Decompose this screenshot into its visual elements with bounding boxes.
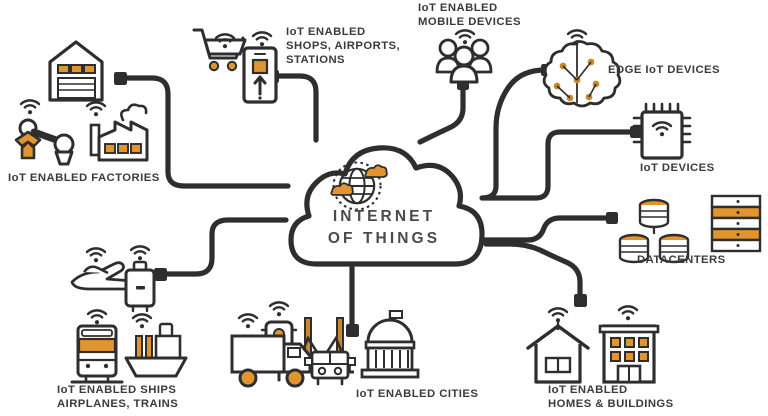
- line-mobile: [417, 81, 466, 145]
- label-homes-line1: IoT ENABLED: [548, 384, 628, 396]
- label-cities: IoT ENABLED CITIES: [356, 388, 479, 400]
- line-edge: [479, 67, 548, 201]
- office-building-wifi-icon: [598, 305, 660, 384]
- label-edge-devices: EDGE IoT DEVICES: [608, 64, 721, 76]
- suitcase-icon: [124, 245, 156, 313]
- cities-icon-group: [230, 301, 420, 388]
- shopping-cart-wifi-icon: [192, 28, 247, 72]
- cloud-label-line1: INTERNET: [332, 208, 436, 225]
- line-homes: [483, 241, 583, 303]
- factories-icon-group: [14, 40, 149, 166]
- label-homes-line2: HOMES & BUILDINGS: [548, 398, 674, 410]
- label-shops-line1: IoT ENABLED: [286, 26, 366, 38]
- smartphone-icon: [242, 31, 278, 104]
- train-icon: [70, 309, 124, 384]
- label-mobile-line1: IoT ENABLED: [418, 2, 498, 14]
- line-devices: [481, 129, 639, 201]
- brain-icon: [542, 29, 622, 108]
- label-mobile-line2: MOBILE DEVICES: [418, 16, 521, 28]
- robot-arm-icon: [14, 99, 75, 166]
- warehouse-icon: [48, 40, 104, 102]
- server-rack-icon: [710, 194, 762, 253]
- airplane-icon: [70, 247, 140, 291]
- internet-of-things-cloud: [288, 145, 485, 267]
- database-cylinders-icon: [618, 198, 690, 264]
- line-datacenters: [481, 215, 615, 243]
- cloud-label-line2: OF THINGS: [327, 230, 441, 247]
- car-icon: [304, 350, 356, 386]
- label-factories: IoT ENABLED FACTORIES: [8, 172, 160, 184]
- microchip-wifi-icon: [632, 102, 692, 160]
- line-shops: [269, 73, 319, 143]
- capitol-building-icon: [360, 310, 420, 379]
- homes-icon-group: [526, 305, 660, 384]
- house-wifi-icon: [526, 307, 590, 384]
- label-shops-line2: SHOPS, AIRPORTS,: [286, 40, 401, 52]
- ship-icon: [124, 313, 188, 378]
- line-factories: [117, 75, 291, 189]
- factory-icon: [85, 101, 149, 162]
- label-transport-line2: AIRPLANES, TRAINS: [57, 398, 179, 410]
- line-transport: [157, 217, 289, 277]
- label-datacenters: DATACENTERS: [637, 254, 726, 266]
- globe-cloud-icon: [330, 161, 388, 211]
- label-transport-line1: IoT ENABLED SHIPS: [57, 384, 177, 396]
- label-iot-devices: IoT DEVICES: [640, 162, 715, 174]
- label-shops-line3: STATIONS: [286, 54, 346, 66]
- datacenters-icon-group: [618, 194, 762, 264]
- shops-icon-group: [192, 28, 278, 104]
- transport-icon-group: [70, 245, 188, 384]
- mobile-devices-icon-group: [435, 29, 493, 84]
- connector-lines: [117, 67, 639, 333]
